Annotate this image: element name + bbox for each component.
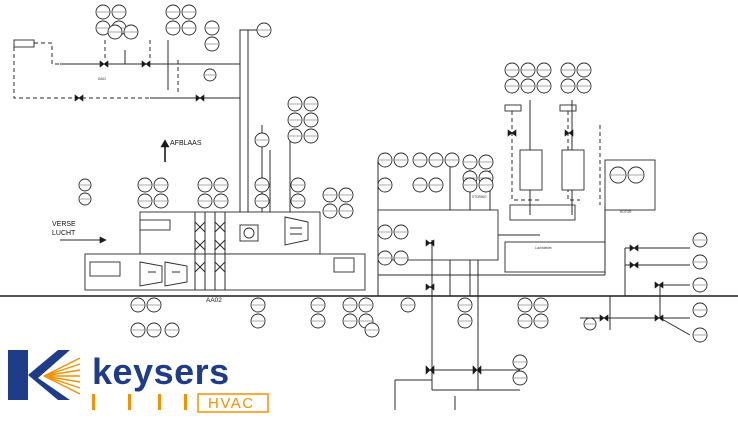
unit-label: AA02 (206, 297, 222, 304)
rotor-label: ROTOR (620, 210, 632, 214)
air-handling-unit (60, 211, 366, 291)
verse-lucht-label-1: VERSE (52, 221, 76, 228)
logo-rays-icon (43, 357, 81, 395)
lower-pipework (394, 240, 520, 410)
luchtdebiet-label: Luchtdebiet (535, 246, 552, 250)
logo-underline (92, 394, 187, 410)
distribution-panel (377, 204, 606, 276)
afblaas-label: AFBLAAS (170, 140, 202, 147)
logo-hvac: HVAC (208, 395, 255, 412)
keysers-logo: keysers HVAC (8, 350, 269, 413)
logo-k-block (8, 350, 28, 400)
logo-k-arm (28, 350, 70, 400)
logo-hvac-frame (197, 393, 269, 413)
instrument-bubbles (78, 4, 708, 386)
afblaas-outlet (160, 139, 170, 162)
sub-unit-label: DA02 (98, 77, 106, 81)
valves (74, 60, 664, 375)
storing-label: STORING (472, 195, 487, 199)
logo-wordmark: keysers (92, 351, 230, 392)
top-control-loop (13, 29, 258, 99)
verse-lucht-label-2: LUCHT (52, 230, 76, 237)
